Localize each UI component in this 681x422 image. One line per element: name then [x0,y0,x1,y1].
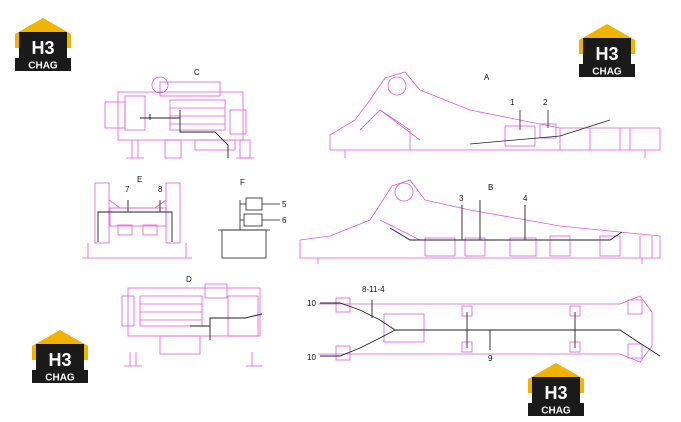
callout-9: 9 [488,354,493,363]
callout-3: 3 [459,194,464,203]
logo-top-left: H3 CHAG [15,18,71,72]
view-e-frame [82,182,192,259]
callout-5: 5 [282,200,287,209]
logo-mark-text: H3 [48,350,71,370]
view-c-harness [140,110,229,158]
callout-8-11-4: 8-11-4 [362,285,385,294]
logo-word-text: CHAG [28,61,58,72]
logo-bottom-right: H3 CHAG [528,363,584,417]
callout-10-bottom: 10 [307,353,316,362]
logo-mark-text: H3 [31,38,54,58]
callout-1: 1 [510,98,515,107]
callout-7: 7 [125,185,130,194]
logo-top-right: H3 CHAG [579,24,635,78]
view-d-label: D [186,275,192,284]
frame-plan-harness [320,300,661,357]
view-a-frame [329,71,661,158]
view-d-harness [190,313,263,340]
view-a-label: A [484,73,490,82]
view-f-label: F [240,178,245,187]
logo-word-text: CHAG [541,406,571,417]
view-e-harness [97,200,173,242]
view-e-label: E [137,175,142,184]
callout-2: 2 [543,98,548,107]
logo-mark-text: H3 [544,383,567,403]
view-b-frame [299,179,661,264]
callout-8: 8 [158,185,163,194]
callout-4: 4 [523,194,528,203]
logo-mark-text: H3 [595,44,618,64]
logo-bottom-left: H3 CHAG [32,330,88,384]
callout-10-top: 10 [307,299,316,308]
view-c-label: C [194,68,200,77]
view-f-battery [218,197,280,259]
view-b-harness [389,200,623,241]
view-d-engine [121,283,262,367]
view-b-label: B [488,183,493,192]
view-a-harness [469,110,611,145]
callout-6: 6 [282,216,287,225]
view-c-engine [104,76,254,159]
logo-word-text: CHAG [592,67,622,78]
frame-plan-view [318,295,653,363]
logo-word-text: CHAG [45,373,75,384]
